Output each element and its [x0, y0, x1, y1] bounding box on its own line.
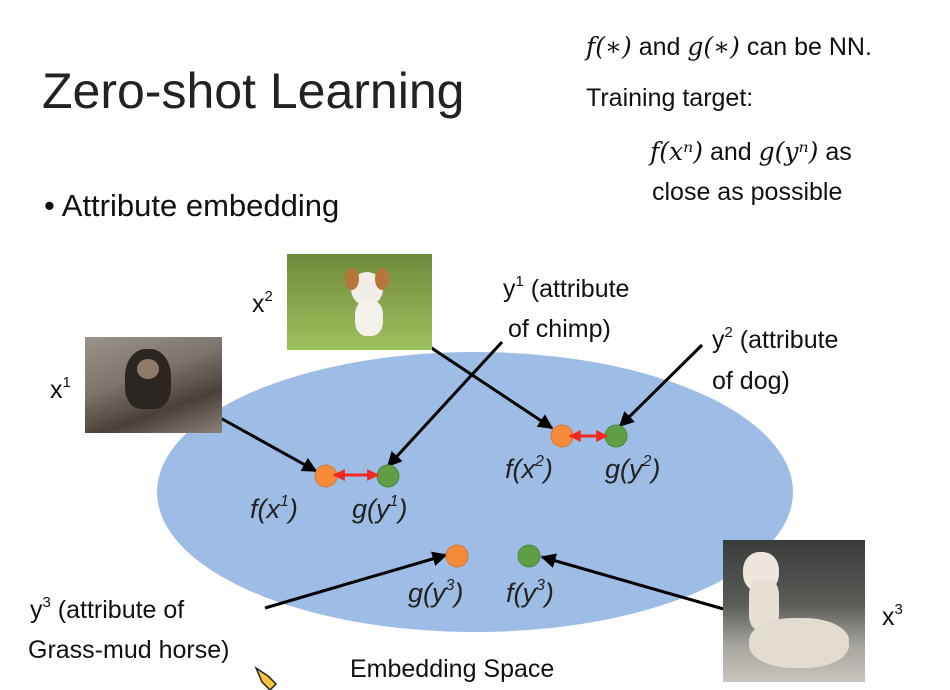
math-gyn: g(yⁿ) [758, 137, 819, 166]
label-g-y3: g(y3) [408, 577, 463, 608]
note-line-4: close as possible [652, 178, 843, 206]
label-f-x1: f(x1) [250, 493, 298, 524]
note-line-2: Training target: [586, 84, 754, 112]
point-g-y1 [376, 464, 400, 488]
math-fxn: f(xⁿ) [650, 137, 703, 166]
label-g-y1: g(y1) [352, 493, 407, 524]
note-line-1: f(∗) and g(∗) can be NN. [586, 32, 872, 62]
slide-title: Zero-shot Learning [42, 63, 465, 119]
point-g-y2 [604, 424, 628, 448]
chimp-photo [85, 337, 222, 433]
pen-cursor-icon [254, 665, 278, 690]
label-y3: y3 (attribute of [30, 594, 184, 624]
point-g-y3 [445, 544, 469, 568]
alpaca-photo [723, 540, 865, 682]
label-f-y3: f(y3) [506, 577, 554, 608]
point-f-x1 [314, 464, 338, 488]
label-x1: x1 [50, 374, 71, 404]
note-text: can be NN. [739, 33, 872, 61]
math-g: g(∗) [687, 32, 740, 61]
arrow-x3 [540, 553, 728, 612]
arrow-y2 [618, 343, 704, 428]
embedding-space-ellipse [157, 352, 793, 632]
label-y2-desc: of dog) [712, 367, 790, 395]
arrow-y1 [386, 340, 504, 468]
dog-photo [287, 254, 432, 350]
point-f-x2 [550, 424, 574, 448]
arrow-x2 [411, 333, 554, 430]
label-y1-desc: of chimp) [508, 315, 611, 343]
label-x3: x3 [882, 601, 903, 631]
point-f-y3 [517, 544, 541, 568]
label-g-y2: g(y2) [605, 453, 660, 484]
arrow-x1 [214, 413, 318, 473]
arrow-y3 [264, 551, 448, 610]
embedding-space-label: Embedding Space [350, 655, 554, 683]
label-f-x2: f(x2) [505, 453, 553, 484]
math-f: f(∗) [586, 32, 632, 61]
label-x2: x2 [252, 288, 273, 318]
note-text: and [703, 138, 759, 166]
note-text: and [631, 33, 688, 61]
label-y3-desc: Grass-mud horse) [28, 636, 229, 664]
bullet-text: Attribute embedding [61, 188, 340, 223]
note-text: as [818, 138, 852, 166]
bullet-attribute-embedding: • Attribute embedding [44, 188, 340, 223]
label-y2: y2 (attribute [712, 324, 838, 354]
label-y1: y1 (attribute [503, 273, 629, 303]
note-line-3: f(xⁿ) and g(yⁿ) as [650, 137, 852, 167]
